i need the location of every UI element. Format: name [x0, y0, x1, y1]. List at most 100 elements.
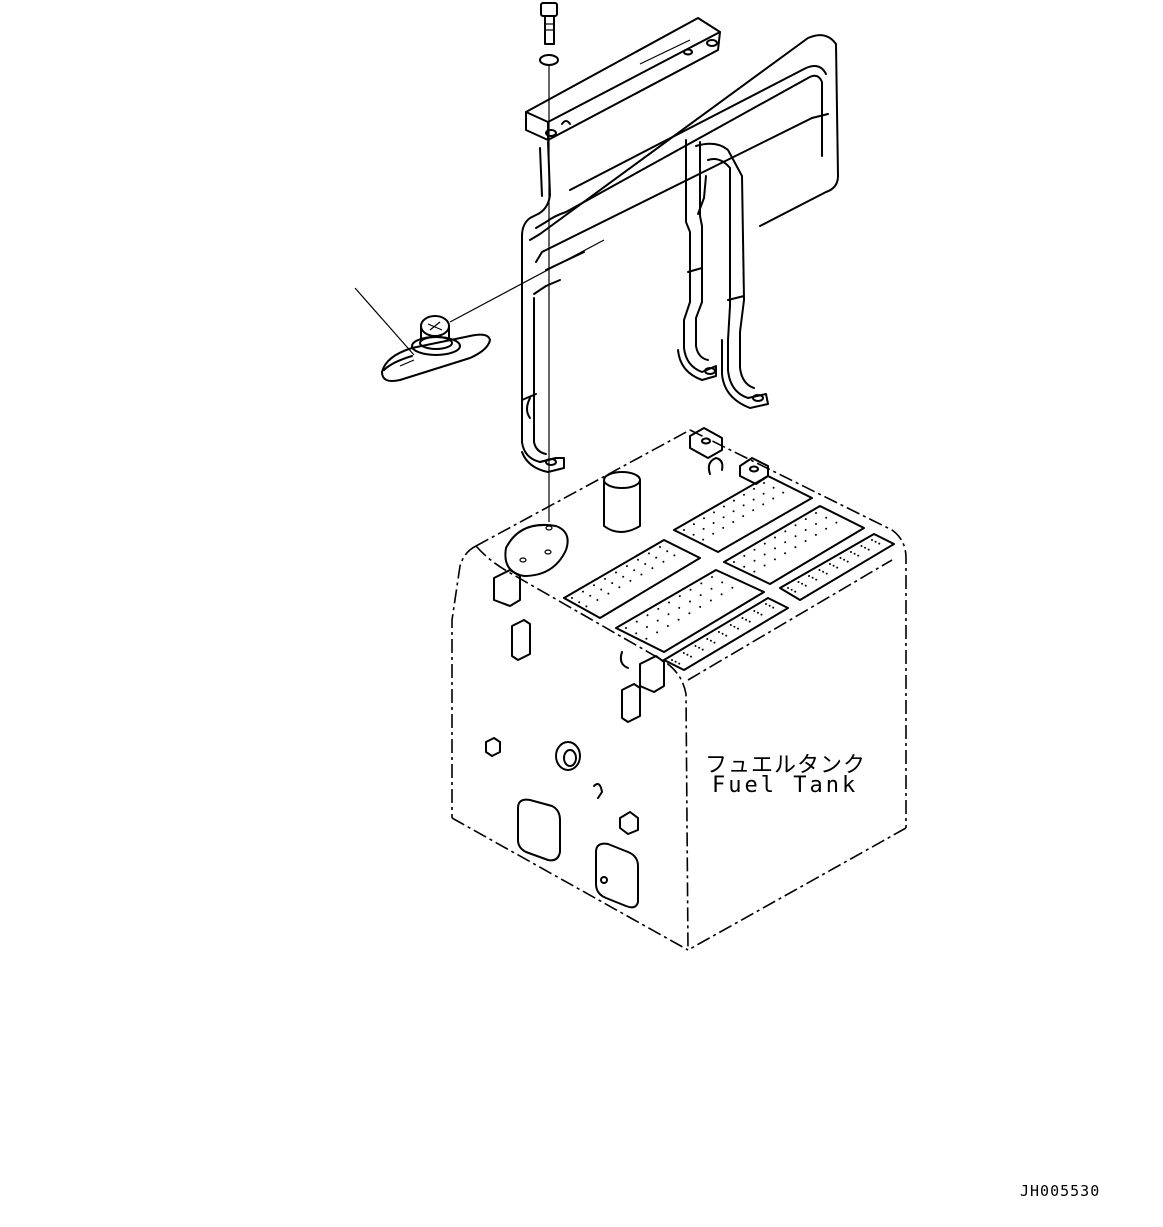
rivet-dot: [712, 532, 715, 535]
rivet-dot: [733, 499, 735, 502]
rivet-dot: [733, 561, 735, 563]
rivet-dot: [742, 515, 745, 518]
rivet-dot: [711, 576, 713, 578]
rivet-dot: [815, 512, 817, 514]
rivet-dot: [774, 536, 776, 539]
rivet-dot: [644, 563, 647, 565]
rivet-dot: [843, 558, 846, 561]
rivet-dot: [794, 546, 797, 549]
rivet-dot: [835, 521, 838, 524]
rivet-dot: [635, 632, 638, 635]
rivet-dot: [774, 547, 776, 550]
cap-alignment-line: [449, 239, 605, 323]
mounting-bracket: [525, 17, 721, 141]
rivet-dot: [712, 522, 715, 524]
rivet-dot: [804, 540, 807, 542]
rivet-dot: [585, 605, 588, 608]
rivet-dot: [850, 551, 852, 553]
drawing-code: JH005530: [1020, 1182, 1101, 1200]
rivet-dot: [709, 599, 712, 602]
rivet-dot: [732, 521, 735, 523]
rivet-dot: [743, 565, 746, 568]
rivet-dot: [703, 517, 705, 520]
rivet-dot: [721, 581, 724, 584]
rivet-dot: [646, 626, 648, 628]
rivet-dot: [760, 613, 763, 616]
rivet-dot: [794, 590, 797, 593]
handrail: [521, 34, 839, 473]
rivet-dot: [657, 607, 660, 610]
rivet-dot: [699, 594, 702, 597]
rivet-dot: [763, 553, 766, 556]
rivet-dot: [701, 648, 704, 651]
rivet-dot: [700, 582, 703, 585]
rivet-dot: [674, 660, 677, 663]
rivet-dot: [763, 542, 766, 545]
rivet-dot: [686, 653, 689, 656]
rivet-dot: [836, 566, 839, 569]
rivet-dot: [743, 493, 745, 496]
fuel-tank-label-japanese: フュエルタンク: [705, 753, 867, 778]
rivet-dot: [571, 597, 573, 599]
rivet-dot: [677, 618, 680, 621]
rivet-dot: [804, 518, 807, 521]
rivet-dot: [648, 552, 650, 555]
rivet-dot: [773, 558, 776, 561]
rivet-dot: [646, 614, 649, 617]
rivet-dot: [671, 659, 673, 661]
rivet-dot: [689, 588, 692, 591]
rivet-dot: [692, 533, 695, 536]
rivet-dot: [709, 639, 712, 642]
rivet-dot: [668, 601, 670, 604]
rivet-dot: [706, 638, 709, 640]
rivet-dot: [753, 610, 756, 612]
rivet-dot: [721, 632, 724, 635]
rivet-dot: [737, 627, 739, 630]
rivet-dot: [678, 662, 681, 665]
rivet-dot: [784, 552, 787, 555]
rivet-dot: [713, 641, 716, 644]
rivet-dot: [772, 497, 775, 500]
rivet-dot: [667, 613, 670, 616]
rivet-dot: [748, 620, 751, 623]
rivet-dot: [815, 578, 818, 581]
rivet-dot: [825, 516, 828, 519]
rivet-dot: [763, 482, 765, 484]
rivet-dot: [874, 540, 877, 543]
rivet-dot: [801, 582, 804, 585]
rivet-dot: [811, 576, 814, 579]
rivet-dot: [794, 524, 797, 527]
rivet-dot: [713, 511, 715, 514]
rivet-dot: [797, 581, 800, 583]
rivet-dot: [718, 631, 720, 633]
rivet-dot: [745, 618, 748, 621]
rivet-dot: [722, 516, 725, 519]
rivet-dot: [878, 542, 881, 545]
rivet-dot: [790, 588, 793, 591]
rivet-dot: [782, 491, 785, 494]
rivet-dot: [596, 599, 599, 601]
rivet-dot: [655, 556, 658, 559]
rivet-dot: [656, 619, 659, 622]
rivet-dot: [784, 541, 787, 544]
rivet-dot: [693, 523, 695, 526]
part-leader-line: [354, 287, 415, 356]
rivet-dot: [772, 486, 775, 489]
rivet-dot: [752, 498, 755, 501]
rivet-dot: [651, 567, 654, 570]
rivet-dot: [698, 646, 701, 649]
rivet-dot: [853, 552, 856, 555]
rivet-dot: [622, 575, 625, 578]
fuel-tank-label-english: Fuel Tank: [712, 773, 859, 798]
rivet-dot: [702, 538, 705, 541]
rivet-dot: [666, 625, 669, 627]
rivet-dot: [814, 533, 817, 536]
rivet-dot: [825, 527, 828, 530]
rivet-dot: [659, 546, 661, 548]
rivet-dot: [640, 573, 643, 576]
rivet-dot: [710, 587, 713, 590]
rivet-dot: [762, 503, 765, 506]
rivet-dot: [578, 601, 581, 604]
rivet-dot: [731, 586, 734, 589]
rivet-dot: [694, 645, 697, 647]
